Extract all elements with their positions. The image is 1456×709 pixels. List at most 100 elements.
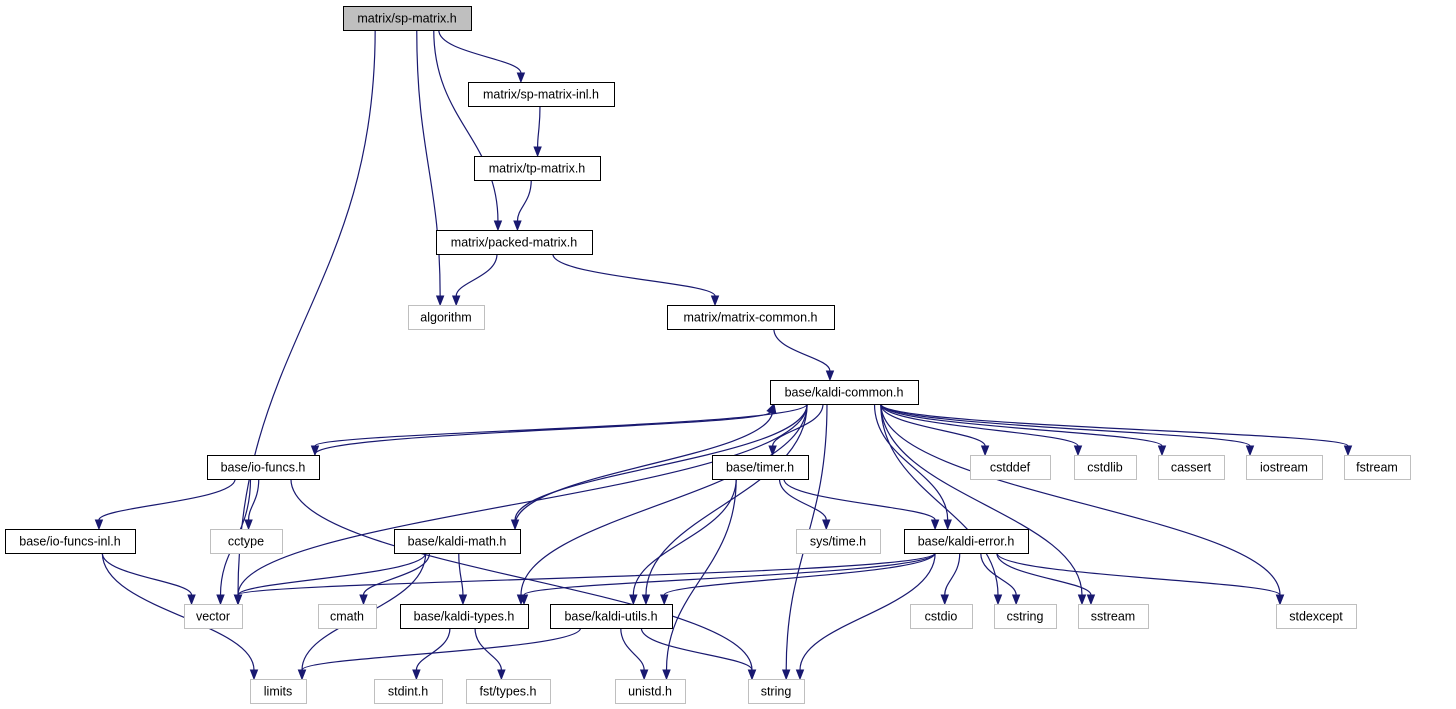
- edge-kaldi_utils-to-limits: [297, 627, 582, 681]
- edge-arrowhead: [249, 669, 259, 681]
- edge-kaldi_common-to-kaldi_error: [873, 403, 952, 531]
- edge-kaldi_error-to-cstdio: [940, 552, 961, 606]
- edge-line: [552, 253, 716, 297]
- edge-kaldi_error-to-stdexcept: [996, 552, 1285, 606]
- node-label: base/kaldi-common.h: [785, 386, 904, 400]
- edge-line: [433, 29, 499, 222]
- node-string: string: [748, 679, 805, 704]
- edge-line: [438, 29, 522, 74]
- node-limits: limits: [250, 679, 307, 704]
- edge-arrowhead: [710, 295, 720, 307]
- edge-arrowhead: [930, 519, 940, 531]
- node-sp-matrix[interactable]: matrix/sp-matrix.h: [343, 6, 472, 31]
- node-packed-matrix[interactable]: matrix/packed-matrix.h: [436, 230, 593, 255]
- node-box: [770, 380, 919, 405]
- node-box: [904, 529, 1029, 554]
- edge-kaldi_common-to-fstream: [880, 403, 1353, 457]
- node-box: [615, 679, 686, 704]
- edge-line: [101, 552, 193, 596]
- edge-kaldi_common-to-kaldi_types: [516, 403, 808, 606]
- edge-kaldi_common-to-iostream: [880, 403, 1255, 457]
- edge-arrowhead: [1275, 594, 1285, 606]
- edge-sp_matrix-to-vector: [233, 29, 376, 606]
- node-box: [207, 455, 320, 480]
- node-box: [550, 604, 673, 629]
- node-timer[interactable]: base/timer.h: [712, 455, 809, 480]
- edge-line: [237, 29, 376, 596]
- node-io-funcs-inl[interactable]: base/io-funcs-inl.h: [5, 529, 136, 554]
- edge-line: [98, 478, 236, 521]
- edge-line: [944, 552, 961, 596]
- edge-line: [880, 403, 1251, 447]
- edge-line: [474, 627, 502, 671]
- node-cstddef: cstddef: [970, 455, 1051, 480]
- edge-line: [514, 403, 808, 521]
- edge-arrowhead: [458, 594, 468, 606]
- edge-line: [514, 412, 774, 530]
- node-label: sys/time.h: [810, 535, 866, 549]
- node-kaldi-math[interactable]: base/kaldi-math.h: [394, 529, 521, 554]
- node-kaldi-types[interactable]: base/kaldi-types.h: [400, 604, 529, 629]
- edge-arrowhead: [768, 445, 777, 457]
- node-label: string: [761, 685, 792, 699]
- node-label: fst/types.h: [480, 685, 537, 699]
- edge-layer: [94, 29, 1353, 681]
- node-iostream: iostream: [1246, 455, 1323, 480]
- node-box: [343, 6, 472, 31]
- edge-arrowhead: [1077, 594, 1087, 606]
- edge-line: [290, 478, 753, 671]
- node-sp-matrix-inl[interactable]: matrix/sp-matrix-inl.h: [468, 82, 615, 107]
- node-cstdio: cstdio: [910, 604, 973, 629]
- node-label: matrix/tp-matrix.h: [489, 162, 586, 176]
- node-box: [394, 529, 521, 554]
- edge-io_funcs-to-cctype: [244, 478, 260, 531]
- node-label: algorithm: [420, 311, 471, 325]
- edge-kaldi_common-to-kaldi_utils: [641, 403, 808, 606]
- edge-timer-to-kaldi_utils: [629, 478, 737, 606]
- node-io-funcs[interactable]: base/io-funcs.h: [207, 455, 320, 480]
- edge-arrowhead: [1086, 594, 1096, 606]
- node-matrix-common[interactable]: matrix/matrix-common.h: [667, 305, 835, 330]
- node-kaldi-common[interactable]: base/kaldi-common.h: [770, 380, 919, 405]
- edge-arrowhead: [310, 445, 320, 457]
- node-label: cstdlib: [1087, 461, 1122, 475]
- node-box: [748, 679, 805, 704]
- node-box: [474, 156, 601, 181]
- node-box: [1344, 455, 1411, 480]
- node-box: [374, 679, 443, 704]
- edge-kaldi_error-to-kaldi_utils: [660, 552, 936, 606]
- edge-arrowhead: [359, 594, 368, 606]
- edge-line: [314, 411, 771, 456]
- edge-sp_matrix_inl-to-tp_matrix: [533, 105, 542, 158]
- edge-arrowhead: [497, 669, 506, 681]
- node-algorithm: algorithm: [408, 305, 485, 330]
- edge-line: [783, 478, 936, 521]
- edge-line: [237, 403, 808, 596]
- node-box: [796, 529, 881, 554]
- edge-line: [772, 403, 824, 447]
- node-label: base/kaldi-error.h: [918, 535, 1015, 549]
- edge-line: [632, 478, 737, 596]
- edge-arrowhead: [629, 594, 638, 606]
- edge-kaldi_common-to-cstddef: [880, 403, 990, 457]
- edge-tp_matrix-to-packed_matrix: [513, 179, 532, 232]
- node-label: cassert: [1171, 461, 1212, 475]
- node-kaldi-error[interactable]: base/kaldi-error.h: [904, 529, 1029, 554]
- edge-arrowhead: [822, 519, 831, 531]
- node-kaldi-utils[interactable]: base/kaldi-utils.h: [550, 604, 673, 629]
- node-label: limits: [264, 685, 292, 699]
- edge-kaldi_math-to-cmath: [359, 552, 431, 606]
- node-stdint: stdint.h: [374, 679, 443, 704]
- node-box: [1158, 455, 1225, 480]
- edge-arrowhead: [516, 72, 526, 84]
- node-fstream: fstream: [1344, 455, 1411, 480]
- edge-line: [101, 552, 255, 671]
- edge-line: [416, 29, 441, 297]
- edge-arrowhead: [519, 594, 529, 606]
- edge-arrowhead: [493, 220, 503, 232]
- edge-io_funcs-to-io_funcs_inl: [94, 478, 236, 531]
- node-tp-matrix[interactable]: matrix/tp-matrix.h: [474, 156, 601, 181]
- node-box: [250, 679, 307, 704]
- edge-kaldi_math-to-kaldi_types: [458, 552, 468, 606]
- node-box: [318, 604, 377, 629]
